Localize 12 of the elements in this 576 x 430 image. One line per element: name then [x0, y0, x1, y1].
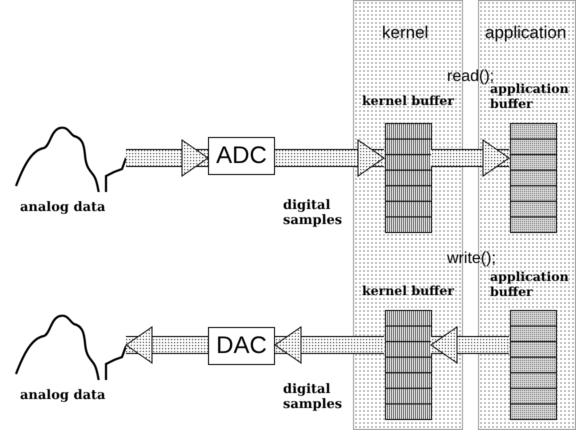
- edge-label: digital samples: [283, 382, 344, 412]
- edge-label: digital samples: [283, 198, 344, 228]
- converter-box: DAC: [208, 327, 275, 365]
- caption-text: analog data: [20, 200, 106, 215]
- buffer-heading: kernel buffer: [362, 283, 456, 298]
- buffer-heading: kernel buffer: [362, 93, 456, 108]
- edge-label: write();: [447, 250, 497, 268]
- panel-heading: application: [485, 23, 566, 43]
- converter-box: ADC: [208, 137, 275, 175]
- buffer-heading: application buffer: [490, 269, 570, 299]
- panel-heading: kernel: [382, 23, 428, 43]
- caption-text: analog data: [20, 388, 106, 403]
